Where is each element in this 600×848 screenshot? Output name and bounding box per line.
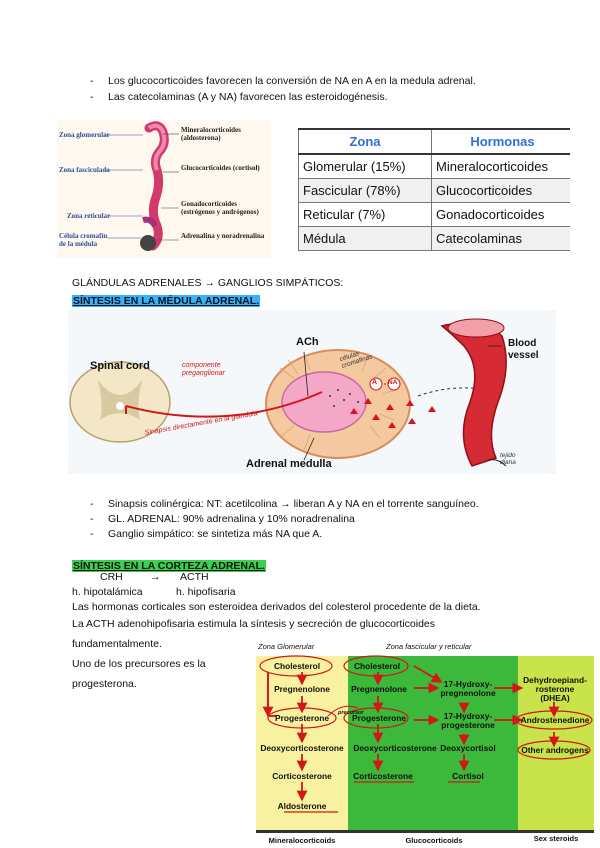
- crh-arrow: →: [150, 571, 161, 583]
- steroid-synthesis-diagram: Zona Glomerular Zona fascicular y reticu…: [254, 640, 594, 848]
- label-zona-reticular: Zona reticular: [67, 212, 111, 220]
- node-pregnenolone-1: Pregnenolone: [274, 684, 330, 694]
- node-deoxycortisol: Deoxycortisol: [440, 743, 496, 753]
- table-header-hormonas: Hormonas: [431, 128, 570, 155]
- node-corticosterone-2: Corticosterone: [353, 771, 413, 781]
- componente-label: componente preganglionar: [182, 362, 225, 377]
- node-deoxycorticosterone-2: Deoxycorticosterone: [353, 743, 437, 753]
- adrenal-medulla-figure: Spinal cord ACh Adrenal medulla Blood ve…: [68, 310, 556, 474]
- label-zona-glomerular: Zona glomerular: [59, 131, 110, 139]
- paragraph-acth: La ACTH adenohipofisaria estimula la sín…: [72, 618, 436, 630]
- section-title-medula: SÍNTESIS EN LA MÉDULA ADRENAL.: [72, 295, 261, 307]
- node-pregnenolone-2: Pregnenolone: [351, 684, 407, 694]
- node-17oh-progesterone: 17-Hydroxy-progesterone: [441, 711, 495, 730]
- bottom-bar: [256, 830, 594, 833]
- synthesis-arrows: [259, 655, 593, 813]
- node-aldosterone: Aldosterone: [277, 801, 327, 811]
- adrenal-gland-drawing: [104, 121, 179, 251]
- label-zona-fasciculada: Zona fasciculada: [59, 166, 110, 174]
- ach-label: ACh: [296, 336, 319, 348]
- zone-glomerular-label: Zona Glomerular: [258, 642, 315, 651]
- node-cholesterol-2: Cholesterol: [353, 661, 401, 671]
- bullet-2: -Las catecolaminas (A y NA) favorecen la…: [90, 91, 388, 103]
- adrenal-medulla-label: Adrenal medulla: [246, 458, 332, 470]
- label-mineralocorticoides: Mineralocorticoides (aldosterona): [181, 126, 241, 142]
- node-dhea: Dehydroepiand-rosterone (DHEA): [523, 675, 587, 703]
- zone-table-wrap: Zona Hormonas Glomerular (15%)Mineraloco…: [298, 128, 570, 251]
- paragraph-acth-2: fundamentalmente.: [72, 638, 162, 650]
- node-progesterone-1: Progesterone: [275, 713, 329, 723]
- node-17oh-pregnenolone: 17-Hydroxy-pregnenolone: [440, 679, 496, 698]
- tejido-label: tejido diana: [500, 452, 516, 466]
- node-androstenedione: Androstenedione: [520, 715, 590, 725]
- table-row: Fascicular (78%)Glucocorticoides: [298, 178, 570, 203]
- bullet-4: -GL. ADRENAL: 90% adrenalina y 10% norad…: [90, 513, 355, 525]
- acth-text: ACTH: [180, 571, 209, 583]
- adrenal-zones-figure: Zona glomerular Zona fasciculada Zona re…: [57, 120, 271, 258]
- table-row: Reticular (7%)Gonadocorticoides: [298, 202, 570, 227]
- medulla-drawing: [69, 318, 507, 467]
- label-glucocorticoids: Glucocorticoids: [405, 836, 463, 845]
- a-label: A: [372, 379, 378, 386]
- section-line-glandulas: GLÁNDULAS ADRENALES → GANGLIOS SIMPÁTICO…: [72, 277, 344, 289]
- table-header-zona: Zona: [298, 128, 432, 155]
- bullet-1: -Los glucocorticoides favorecen la conve…: [90, 75, 476, 87]
- h-hipofisaria: h. hipofisaria: [176, 586, 236, 598]
- spinal-cord-label: Spinal cord: [90, 360, 150, 372]
- bullet-3: -Sinapsis colinérgica: NT: acetilcolina …: [90, 498, 479, 510]
- precursor-label: precursor: [338, 710, 364, 716]
- node-corticosterone-1: Corticosterone: [272, 771, 332, 781]
- zone-table: Zona Hormonas Glomerular (15%)Mineraloco…: [298, 128, 570, 251]
- section-title-corteza: SÍNTESIS EN LA CORTEZA ADRENAL.: [72, 560, 266, 572]
- label-glucocorticoides: Glucocorticoides (cortisol): [181, 164, 260, 172]
- bullet-5: -Ganglio simpático: se sintetiza más NA …: [90, 528, 323, 540]
- paragraph-hormonas: Las hormonas corticales son esteroidea d…: [72, 601, 481, 613]
- label-mineralocorticoids: Mineralocorticoids: [268, 836, 336, 845]
- label-gonadocorticoides: Gonadocorticoides (estrógenos y andrógen…: [181, 200, 259, 216]
- node-progesterone-2: Progesterone: [352, 713, 406, 723]
- zone-fascicular-label: Zona fascicular y reticular: [386, 642, 472, 651]
- na-label: NA: [388, 379, 398, 386]
- node-cortisol: Cortisol: [452, 771, 484, 781]
- paragraph-precursores: Uno de los precursores es la: [72, 658, 206, 670]
- blood-vessel-label: Blood vessel: [508, 338, 539, 361]
- label-sex-steroids: Sex steroids: [533, 834, 579, 843]
- node-other-androgens: Other androgens: [521, 745, 589, 755]
- label-celula-cromafin: Célula cromafín de la médula: [59, 232, 108, 248]
- node-deoxycorticosterone-1: Deoxycorticosterone: [260, 743, 344, 753]
- label-adrenalina: Adrenalina y noradrenalina: [181, 232, 265, 240]
- paragraph-progesterona: progesterona.: [72, 678, 137, 690]
- table-row: Glomerular (15%)Mineralocorticoides: [298, 153, 570, 179]
- node-cholesterol-1: Cholesterol: [273, 661, 321, 671]
- crh-text: CRH: [100, 571, 123, 583]
- h-hipotalamica: h. hipotalámica: [72, 586, 143, 598]
